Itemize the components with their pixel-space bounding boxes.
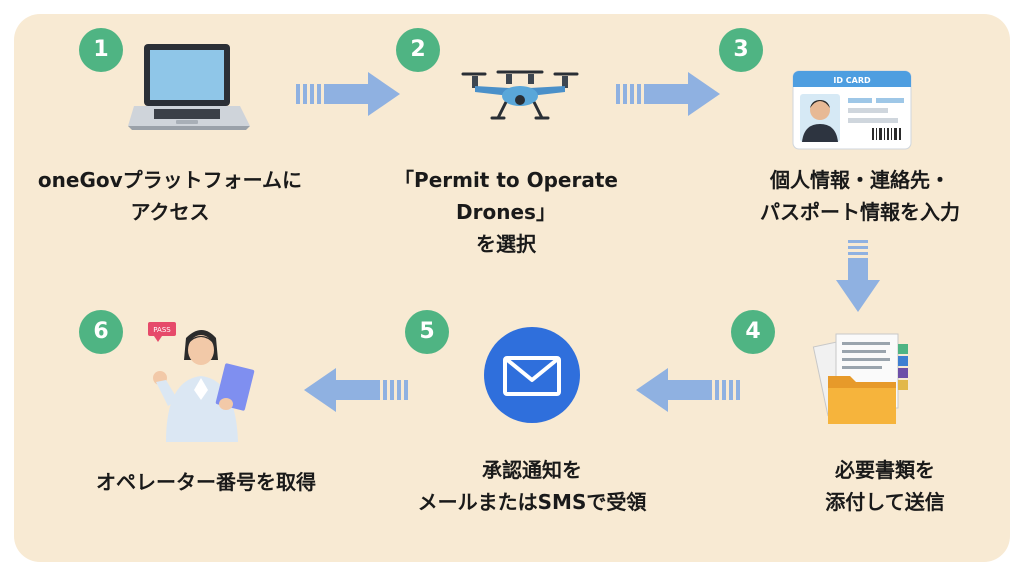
step-2-label-line-1: 「Permit to Operate Drones」 <box>394 168 618 224</box>
pass-label: PASS <box>153 326 171 334</box>
id-card-icon: ID CARD <box>792 70 912 150</box>
arrow-step1-to-step2 <box>296 72 400 116</box>
id-card-header: ID CARD <box>833 76 871 85</box>
step-1-label-line-2: アクセス <box>130 200 210 224</box>
arrow-step4-to-step5 <box>636 368 740 412</box>
drone-icon <box>461 70 579 120</box>
step-4-label-line-1: 必要書類を <box>835 458 935 482</box>
operator-pass-icon: PASS <box>148 322 255 442</box>
step-6-label: オペレーター番号を取得 <box>56 466 356 498</box>
step-2-badge: 2 <box>396 28 440 72</box>
step-4-label: 必要書類を 添付して送信 <box>760 454 1010 518</box>
step-3-label: 個人情報・連絡先・ パスポート情報を入力 <box>708 164 1012 228</box>
step-2-label-line-2: を選択 <box>476 232 536 256</box>
arrow-step5-to-step6 <box>304 368 408 412</box>
step-5-label-line-1: 承認通知を <box>482 458 582 482</box>
step-4-label-line-2: 添付して送信 <box>825 490 945 514</box>
laptop-icon <box>128 44 250 130</box>
step-6-label-line-1: オペレーター番号を取得 <box>96 470 316 494</box>
step-1-label-line-1: oneGovプラットフォームに <box>37 168 303 192</box>
step-2-label: 「Permit to Operate Drones」 を選択 <box>346 164 666 260</box>
step-1-badge: 1 <box>79 28 123 72</box>
step-3-badge: 3 <box>719 28 763 72</box>
mail-icon <box>484 327 580 423</box>
step-6-badge: 6 <box>79 310 123 354</box>
step-5-label: 承認通知を メールまたはSMSで受領 <box>392 454 672 518</box>
arrow-step2-to-step3 <box>616 72 720 116</box>
step-5-label-line-2: メールまたはSMSで受領 <box>417 490 647 514</box>
step-4-badge: 4 <box>731 310 775 354</box>
step-1-label: oneGovプラットフォームに アクセス <box>20 164 320 228</box>
step-3-label-line-2: パスポート情報を入力 <box>760 200 960 224</box>
arrow-step3-to-step4 <box>836 240 880 312</box>
step-5-badge: 5 <box>405 310 449 354</box>
documents-folder-icon <box>812 333 908 424</box>
step-3-label-line-1: 個人情報・連絡先・ <box>770 168 950 192</box>
